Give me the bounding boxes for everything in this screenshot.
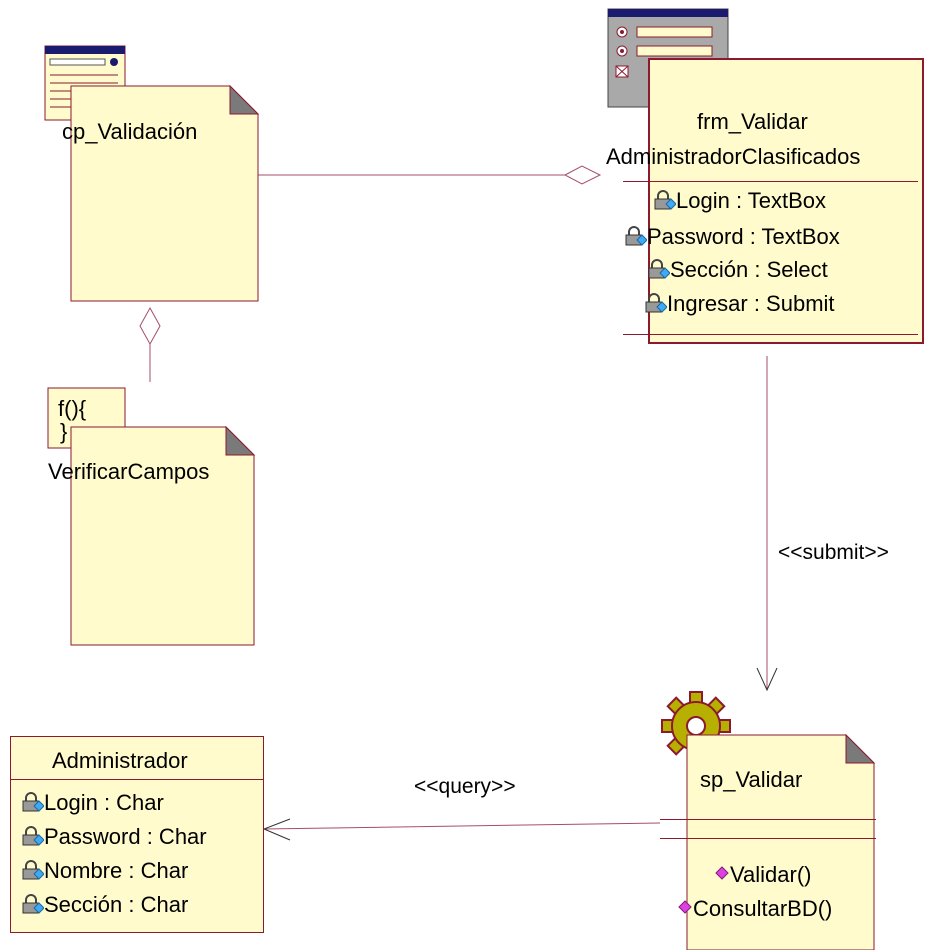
private-attribute-lock-icon bbox=[22, 826, 44, 846]
query-line bbox=[263, 822, 661, 830]
private-attribute-lock-icon bbox=[625, 226, 647, 246]
sp-name: sp_Validar bbox=[700, 767, 803, 792]
admin-attr-nombre-text: Nombre : Char bbox=[44, 858, 189, 883]
sp-divider-top bbox=[660, 819, 876, 820]
admin-attr-password-text: Password : Char bbox=[44, 824, 207, 849]
frm-attr-login-text: Login : TextBox bbox=[676, 188, 827, 213]
private-attribute-lock-icon bbox=[648, 259, 670, 279]
cp-validacion-name: cp_Validación bbox=[62, 119, 198, 144]
frm-attr-password: Password : TextBox bbox=[623, 226, 840, 248]
frm-name-line1: frm_Validar bbox=[697, 109, 808, 134]
frm-attr-ingresar-text: Ingresar : Submit bbox=[667, 291, 835, 316]
verificar-code-open: f(){ bbox=[58, 396, 87, 421]
frm-attr-ingresar: Ingresar : Submit bbox=[643, 293, 835, 315]
operation-diamond-icon bbox=[678, 900, 692, 914]
submit-arrowhead bbox=[756, 667, 778, 692]
administrador-box[interactable] bbox=[10, 736, 264, 933]
verificar-code-close: } bbox=[60, 419, 68, 444]
frm-attr-password-text: Password : TextBox bbox=[647, 224, 840, 249]
submit-label: <<submit>> bbox=[778, 541, 889, 564]
frm-name-line2: AdministradorClasificados bbox=[606, 144, 861, 169]
verificar-box[interactable] bbox=[70, 426, 256, 646]
private-attribute-lock-icon bbox=[22, 792, 44, 812]
query-label: <<query>> bbox=[414, 775, 516, 798]
frm-attr-login: Login : TextBox bbox=[652, 190, 826, 212]
private-attribute-lock-icon bbox=[645, 293, 667, 313]
admin-attr-login: Login : Char bbox=[20, 792, 164, 814]
frm-divider-bottom bbox=[623, 334, 918, 335]
administrador-divider bbox=[10, 779, 264, 780]
verificar-name: VerificarCampos bbox=[48, 459, 210, 484]
sp-op-validar-text: Validar() bbox=[730, 862, 812, 887]
sp-divider-bottom bbox=[660, 838, 876, 839]
cp-validacion-box[interactable] bbox=[70, 85, 260, 302]
admin-attr-login-text: Login : Char bbox=[44, 790, 164, 815]
sp-op-consultar-text: ConsultarBD() bbox=[693, 896, 833, 921]
admin-attr-seccion: Sección : Char bbox=[20, 894, 188, 916]
aggregation-diamond-frm bbox=[563, 165, 602, 185]
private-attribute-lock-icon bbox=[22, 894, 44, 914]
administrador-name: Administrador bbox=[52, 748, 188, 773]
private-attribute-lock-icon bbox=[654, 190, 676, 210]
frm-divider-top bbox=[623, 181, 918, 182]
sp-op-consultar: ConsultarBD() bbox=[677, 898, 832, 920]
frm-attr-seccion-text: Sección : Select bbox=[670, 257, 828, 282]
operation-diamond-icon bbox=[715, 866, 729, 880]
query-arrowhead bbox=[262, 818, 291, 841]
sp-validar-box[interactable] bbox=[686, 734, 876, 950]
admin-attr-password: Password : Char bbox=[20, 826, 207, 848]
frm-validar-box[interactable] bbox=[648, 58, 924, 344]
admin-attr-seccion-text: Sección : Char bbox=[44, 892, 189, 917]
frm-attr-seccion: Sección : Select bbox=[646, 259, 828, 281]
admin-attr-nombre: Nombre : Char bbox=[20, 860, 188, 882]
private-attribute-lock-icon bbox=[22, 860, 44, 880]
sp-op-validar: Validar() bbox=[714, 864, 812, 886]
aggregation-diamond-verificar bbox=[139, 306, 161, 346]
